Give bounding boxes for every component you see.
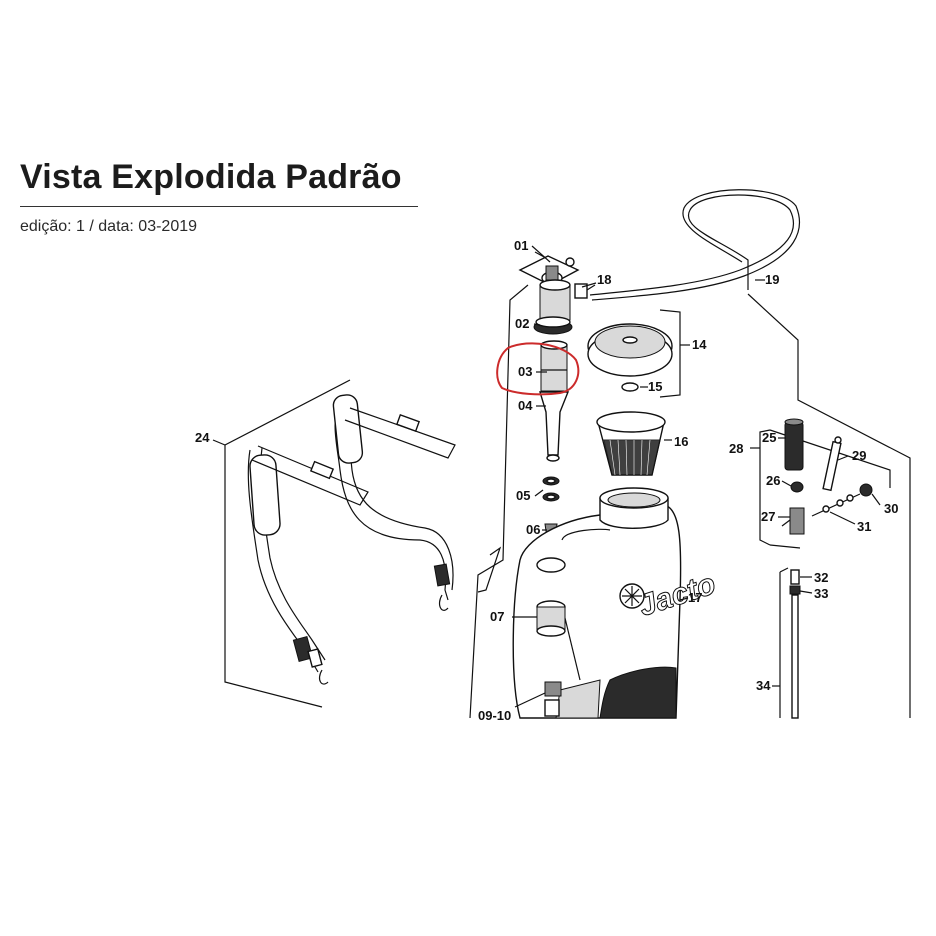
label-17: 17	[688, 590, 702, 605]
label-30: 30	[884, 501, 898, 516]
label-14: 14	[692, 337, 707, 352]
highlight-circle	[496, 342, 580, 396]
label-03: 03	[518, 364, 532, 379]
tank-17: Jacto	[512, 487, 720, 719]
title-underline	[20, 206, 418, 207]
label-34: 34	[756, 678, 771, 693]
label-06: 06	[526, 522, 540, 537]
label-32: 32	[814, 570, 828, 585]
label-01: 01	[514, 238, 528, 253]
label-25: 25	[762, 430, 776, 445]
label-19: 19	[765, 272, 779, 287]
page-title: Vista Explodida Padrão	[20, 158, 402, 196]
hose-19	[589, 189, 911, 718]
label-09-10: 09-10	[478, 708, 511, 723]
leader-lines	[512, 245, 881, 708]
label-18: 18	[597, 272, 611, 287]
label-15: 15	[648, 379, 662, 394]
label-27: 27	[761, 509, 775, 524]
edition-date: edição: 1 / data: 03-2019	[20, 218, 198, 235]
strap-assembly	[212, 379, 456, 708]
label-29: 29	[852, 448, 866, 463]
pump-column	[469, 251, 596, 719]
label-31: 31	[857, 519, 871, 534]
lid-and-filter	[587, 309, 681, 476]
label-04: 04	[518, 398, 533, 413]
label-26: 26	[766, 473, 780, 488]
label-24: 24	[195, 430, 210, 445]
label-07: 07	[490, 609, 504, 624]
part-labels: 01 18 02 03 04 05 06 07 09-10 14 15 16 1…	[195, 238, 898, 723]
lance-assembly	[759, 418, 891, 719]
label-33: 33	[814, 586, 828, 601]
label-02: 02	[515, 316, 529, 331]
label-16: 16	[674, 434, 688, 449]
label-28: 28	[729, 441, 743, 456]
label-05: 05	[516, 488, 530, 503]
